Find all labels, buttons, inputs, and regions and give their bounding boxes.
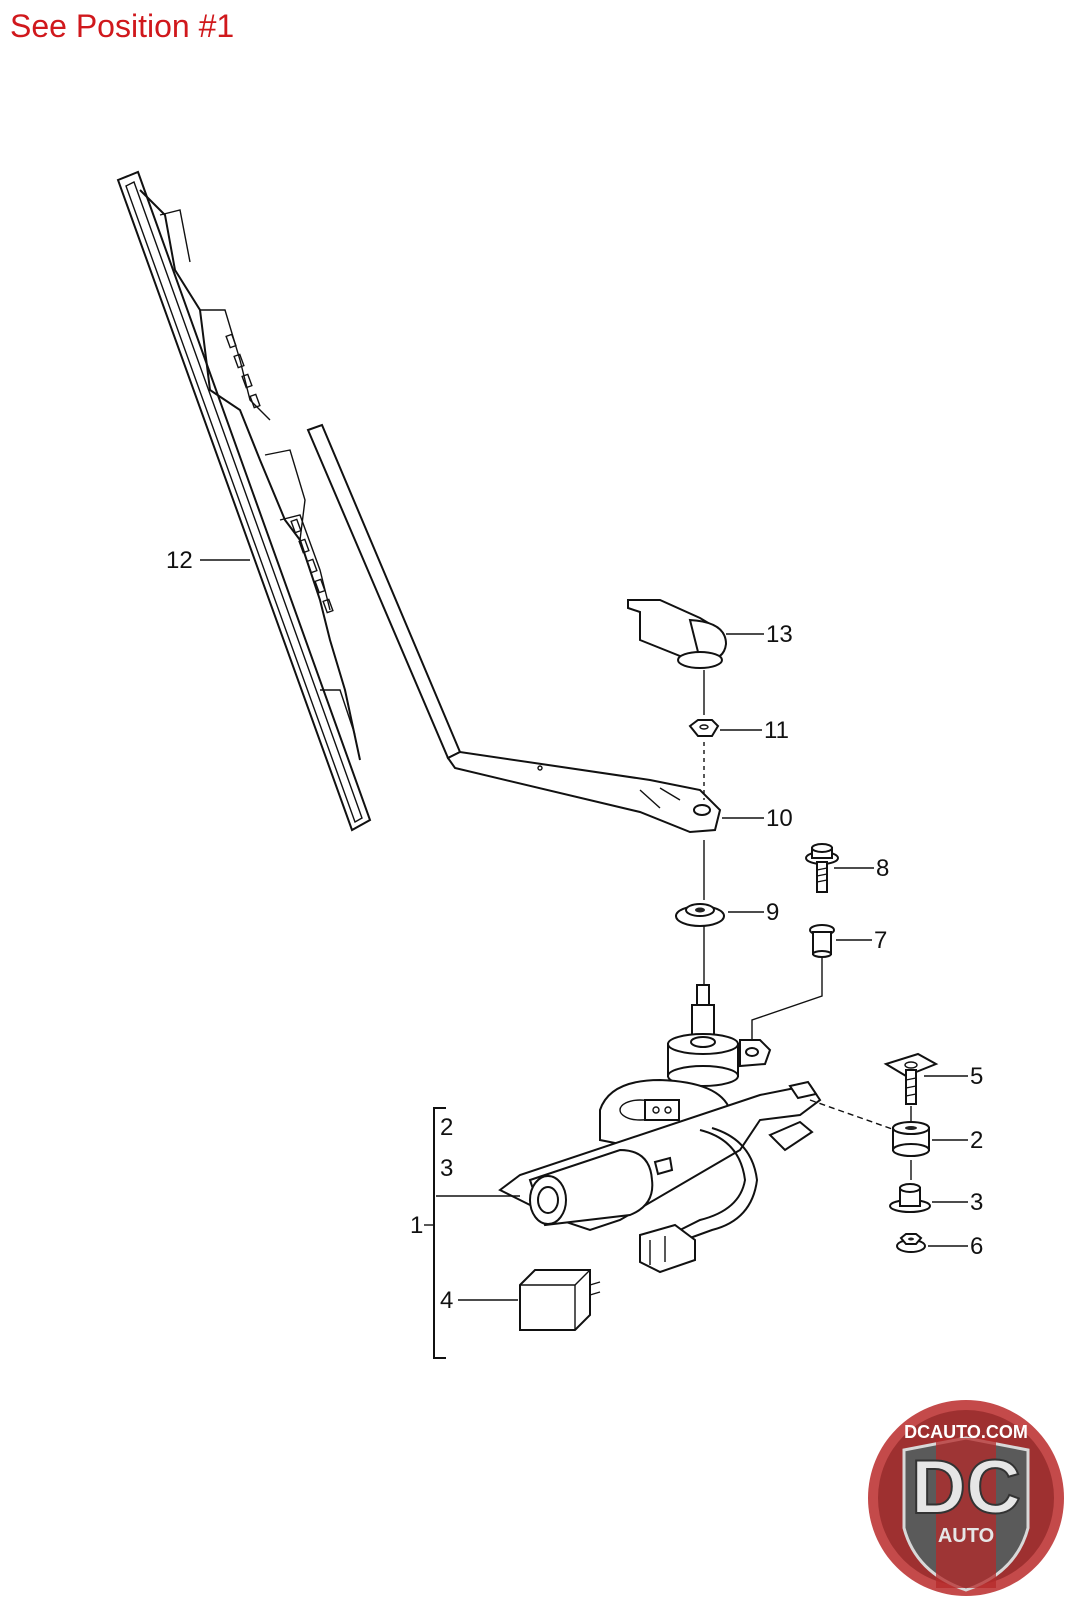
nut-11: [688, 719, 720, 737]
callout-6: 6: [970, 1233, 983, 1260]
sleeve-7: [809, 924, 835, 958]
spacer-3: [889, 1183, 931, 1213]
callout-9: 9: [766, 899, 779, 926]
relay-4: [519, 1269, 601, 1331]
callout-2a: 2: [440, 1114, 453, 1141]
callout-5: 5: [970, 1063, 983, 1090]
callout-3a: 3: [440, 1155, 453, 1182]
wiper-blade: [116, 170, 372, 832]
grommet-9: [675, 903, 725, 927]
callout-8: 8: [876, 855, 889, 882]
flange-nut-6: [896, 1233, 926, 1253]
callout-10: 10: [766, 805, 793, 832]
callout-4: 4: [440, 1287, 453, 1314]
callout-2b: 2: [970, 1127, 983, 1154]
wiper-arm: [306, 423, 722, 834]
rubber-mount-2: [892, 1121, 930, 1157]
bolt-8: [805, 843, 839, 893]
cap: [627, 599, 728, 669]
assembly-bracket: [433, 1107, 446, 1359]
logo-top-text: DCAUTO.COM: [904, 1422, 1028, 1442]
wiper-motor: [498, 984, 822, 1274]
tab-screw-5: [883, 1052, 939, 1105]
callout-12: 12: [166, 547, 193, 574]
dcauto-logo: DCAUTO.COM DC AUTO: [868, 1400, 1064, 1596]
logo-sub-text: AUTO: [938, 1525, 994, 1547]
callout-3b: 3: [970, 1189, 983, 1216]
callout-13: 13: [766, 621, 793, 648]
callout-11: 11: [764, 717, 789, 744]
logo-main-text: DC: [911, 1445, 1021, 1530]
callout-1: 1: [410, 1212, 423, 1239]
header-note: See Position #1: [10, 8, 235, 44]
callout-7: 7: [874, 927, 887, 954]
